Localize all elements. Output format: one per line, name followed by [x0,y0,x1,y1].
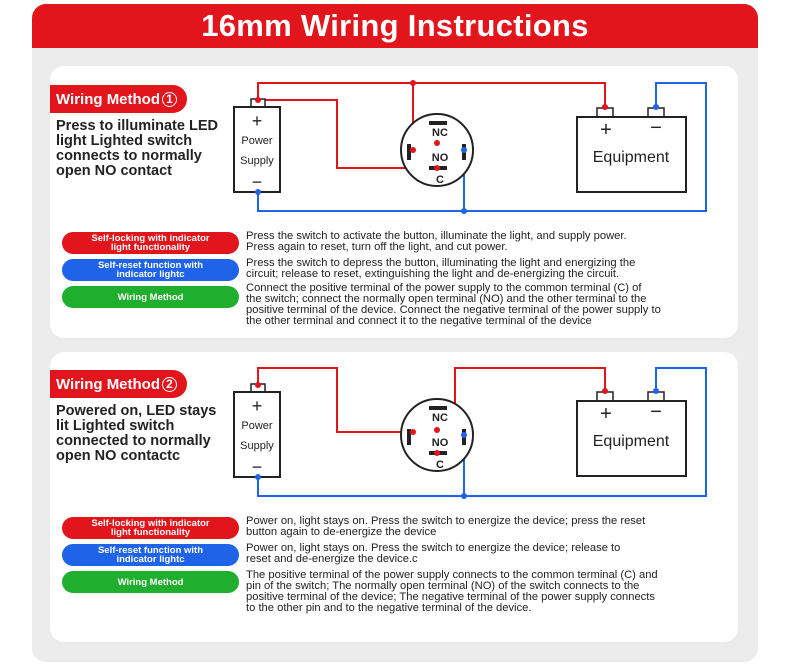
node-blue [653,104,659,110]
method1-label: Wiring Method [56,90,161,108]
equipment-label: Equipment [593,433,670,450]
diagram1: + Power Supply − NC NO C + − Equipment [233,80,707,214]
node-red [255,382,261,388]
node-red [410,80,416,86]
node-red [434,427,440,433]
c-label: C [436,174,444,186]
wire-red [257,99,413,169]
wire-red [413,82,606,108]
node-red [602,388,608,394]
switch-pin-left [407,429,411,445]
supply-label: Supply [240,155,274,167]
node-blue [653,388,659,394]
method1-number: 1 [162,91,178,107]
method2-label: Wiring Method [56,375,161,393]
method1-text-wiring: Connect the positive terminal of the pow… [246,282,661,327]
method1-description: Press to illuminate LED light Lighted sw… [56,119,231,179]
method2-text-wiring: The positive terminal of the power suppl… [246,569,658,614]
power-label: Power [241,420,273,432]
no-label: NO [432,437,449,449]
node-blue [255,474,261,480]
title-banner: 16mm Wiring Instructions [32,4,758,48]
method1-pill-wiring: Wiring Method [62,286,239,308]
equipment-plus-label: + [600,119,612,141]
diagram2: + Power Supply − NC NO C + − Equipment [233,367,707,499]
node-red [434,450,440,456]
power-plus-label: + [252,396,263,416]
method2-pill-wiring: Wiring Method [62,571,239,593]
power-minus-label: − [252,172,263,192]
wire-blue [257,82,707,212]
power-minus-label: − [252,457,263,477]
c-label: C [436,459,444,471]
power-supply [233,391,281,478]
equipment-label: Equipment [593,149,670,166]
node-red [255,97,261,103]
equipment-minus-label: − [650,401,662,423]
wire-blue [257,367,707,497]
nc-bar [429,406,447,410]
equipment-box [576,400,687,477]
page-title: 16mm Wiring Instructions [201,8,589,43]
node-red [434,165,440,171]
equipment-minus-label: − [650,117,662,139]
method2-text-self-reset: Power on, light stays on. Press the swit… [246,542,621,565]
equipment-box [576,116,687,193]
node-blue [461,208,467,214]
power-label: Power [241,135,273,147]
method2-number: 2 [162,376,178,392]
method1-desc-line: connects to normally [56,148,202,164]
method1-desc-line: light Lighted switch [56,133,193,149]
nc-label: NC [432,412,448,424]
equipment-plus-label: + [600,403,612,425]
node-blue [255,189,261,195]
node-red [410,147,416,153]
method1-text-self-locking: Press the switch to activate the button,… [246,230,627,253]
no-label: NO [432,152,449,164]
switch-pin-left [407,144,411,160]
wire-red [257,367,413,433]
node-red [602,104,608,110]
method1-desc-line: open NO contact [56,163,173,179]
power-plus-label: + [252,111,263,131]
nc-label: NC [432,127,448,139]
power-supply [233,106,281,193]
method2-description: Powered on, LED stays lit Lighted switch… [56,404,231,464]
method1-text-self-reset: Press the switch to depress the button, … [246,257,636,280]
node-blue [461,147,467,153]
method2-text-self-locking: Power on, light stays on. Press the swit… [246,515,646,538]
method1-desc-line: Press to illuminate LED [56,118,218,134]
nc-bar [429,121,447,125]
method2-desc-line: lit Lighted switch [56,418,175,434]
node-red [434,140,440,146]
method2-desc-line: connected to normally [56,433,211,449]
supply-label: Supply [240,440,274,452]
switch-body [400,113,474,187]
node-blue [461,493,467,499]
node-blue [461,432,467,438]
node-red [410,429,416,435]
method2-desc-line: Powered on, LED stays [56,403,217,419]
method2-desc-line: open NO contactc [56,448,181,464]
switch-body [400,398,474,472]
